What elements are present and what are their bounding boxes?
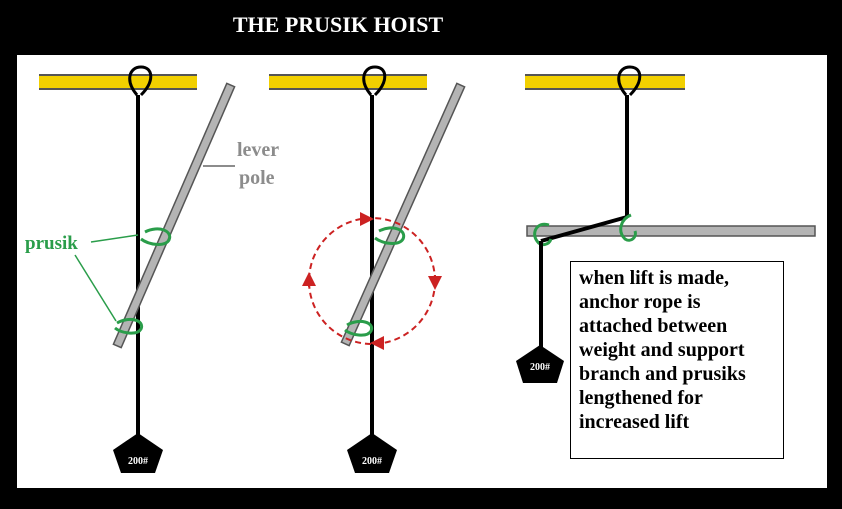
note-line: anchor rope is — [579, 291, 701, 313]
diagram-title: THE PRUSIK HOIST — [232, 12, 444, 37]
panel-2-rotation: 200# — [269, 65, 466, 473]
support-branch-3 — [525, 74, 685, 90]
lever-pole-3 — [526, 225, 816, 237]
rotation-arrow-circle — [302, 212, 442, 350]
weight-label-3: 200# — [530, 362, 550, 373]
anchor-loop-3 — [617, 65, 642, 97]
prusik-pointer-lower — [74, 254, 117, 322]
panel-1-initial-setup: lever pole prusik 200# — [25, 65, 279, 473]
lift-note: when lift is made, anchor rope is attach… — [570, 261, 784, 459]
prusik-hoist-diagram: lever pole prusik 200# 200# — [25, 65, 816, 473]
lever-pole-2 — [340, 82, 466, 347]
note-line: branch and prusiks — [579, 363, 746, 385]
prusik-right-3 — [619, 213, 637, 242]
lever-pole-1 — [112, 82, 236, 349]
prusik-upper-1 — [140, 227, 172, 246]
prusik-pointer-upper — [90, 234, 139, 243]
prusik-upper-2 — [374, 226, 406, 245]
anchor-loop-1 — [128, 65, 153, 97]
weight-label-1: 200# — [128, 456, 148, 467]
panel-3-after-lift: 200# — [516, 65, 816, 383]
rope-3-diagonal — [540, 215, 628, 243]
prusik-lower-2 — [344, 319, 374, 337]
note-line: when lift is made, — [579, 267, 729, 289]
prusik-label: prusik — [25, 233, 78, 254]
note-line: increased lift — [579, 411, 690, 433]
lever-pole-label-line1: lever — [237, 139, 279, 161]
note-line: weight and support — [579, 339, 745, 361]
weight-2 — [347, 433, 397, 473]
weight-label-2: 200# — [362, 456, 382, 467]
prusik-left-3 — [533, 222, 553, 247]
anchor-loop-2 — [362, 65, 387, 97]
prusik-lower-1 — [114, 317, 144, 335]
note-line: attached between — [579, 315, 728, 337]
diagram-panel: lever pole prusik 200# 200# — [17, 55, 827, 488]
support-branch-2 — [269, 74, 427, 90]
lever-pole-label-line2: pole — [239, 167, 275, 189]
weight-1 — [113, 433, 163, 473]
note-line: lengthened for — [579, 387, 703, 409]
weight-3 — [516, 345, 564, 383]
support-branch-1 — [39, 74, 197, 90]
